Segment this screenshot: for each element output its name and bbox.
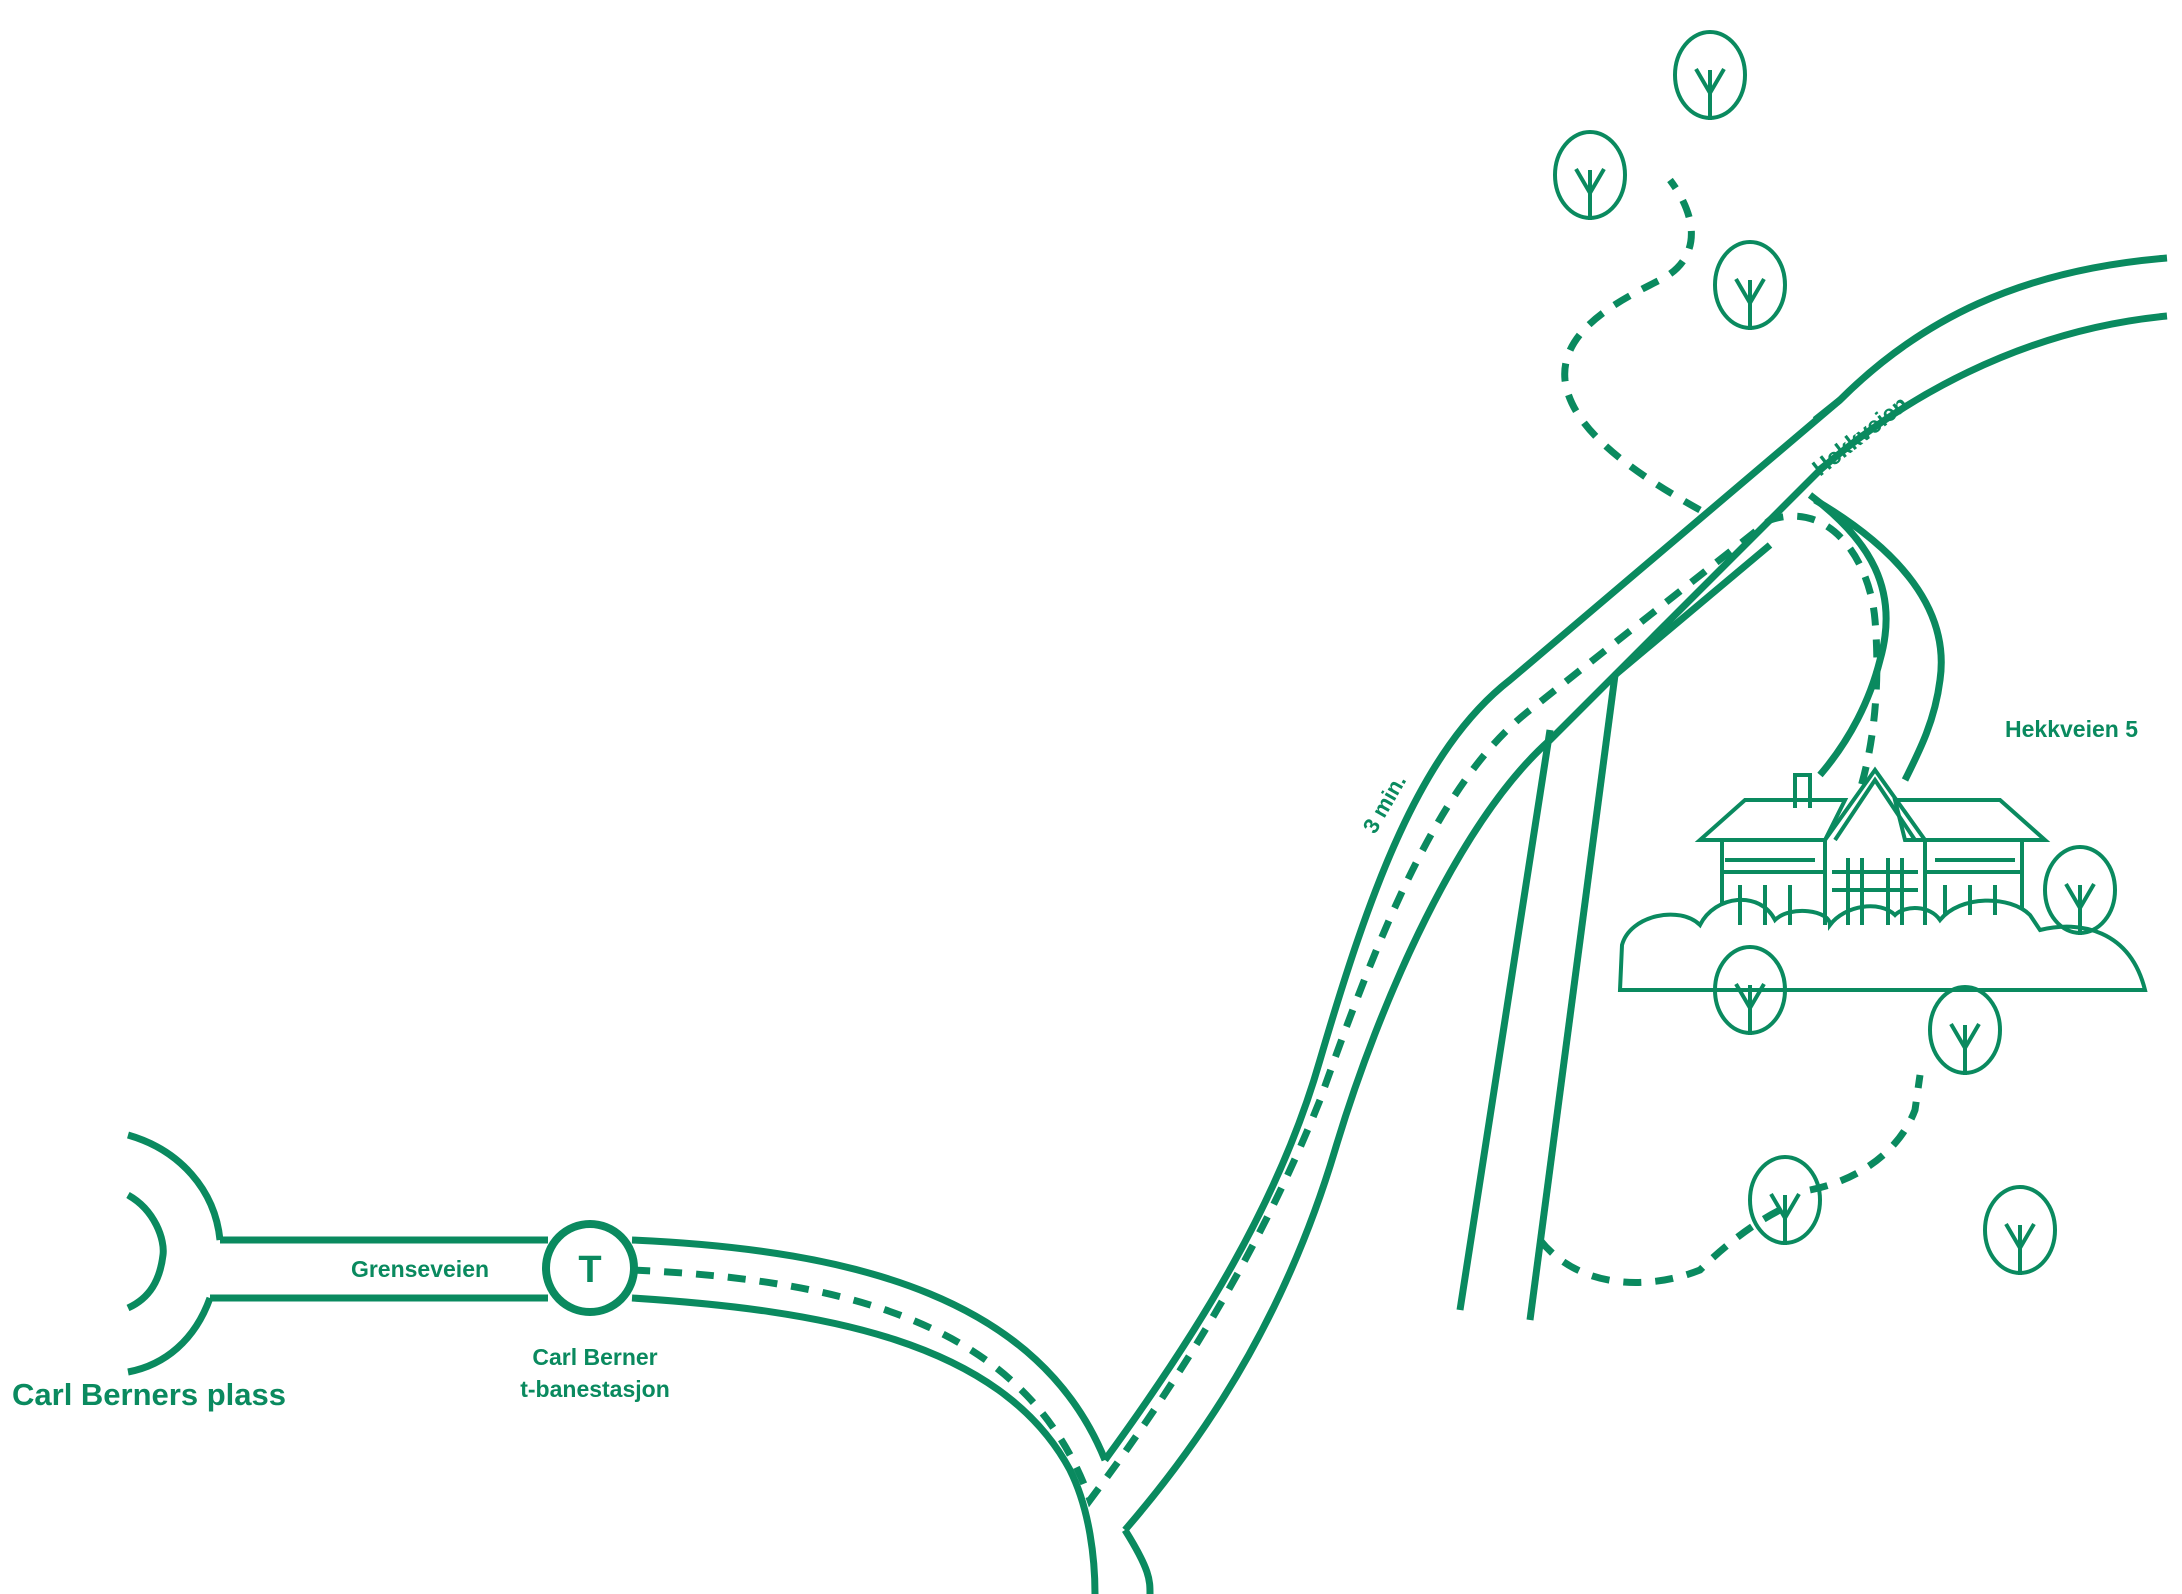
side-road xyxy=(1456,542,1773,1321)
label-station-line1: Carl Berner xyxy=(532,1344,657,1370)
tree-icon xyxy=(1713,240,1787,332)
house-icon xyxy=(1617,766,2148,992)
grenseveien-road xyxy=(210,1236,548,1302)
tree-icon xyxy=(1673,30,1747,122)
main-road xyxy=(631,254,2168,1594)
label-station-line2: t-banestasjon xyxy=(520,1376,670,1402)
label-carl-berners-plass: Carl Berners plass xyxy=(12,1377,286,1412)
tree-icon xyxy=(2043,845,2117,937)
walking-route xyxy=(631,177,1924,1508)
label-address: Hekkveien 5 xyxy=(2005,716,2138,742)
label-grenseveien: Grenseveien xyxy=(351,1256,489,1282)
metro-station-icon[interactable] xyxy=(542,1220,638,1316)
tree-icon xyxy=(1983,1185,2057,1277)
roundabout xyxy=(126,1131,224,1376)
tree-icon xyxy=(1553,130,1627,222)
metro-letter: T xyxy=(578,1249,601,1291)
label-hekkveien: Hekkveien xyxy=(1807,390,1913,481)
tree-icon xyxy=(1928,985,2002,1077)
tree-icon xyxy=(1748,1155,1822,1247)
